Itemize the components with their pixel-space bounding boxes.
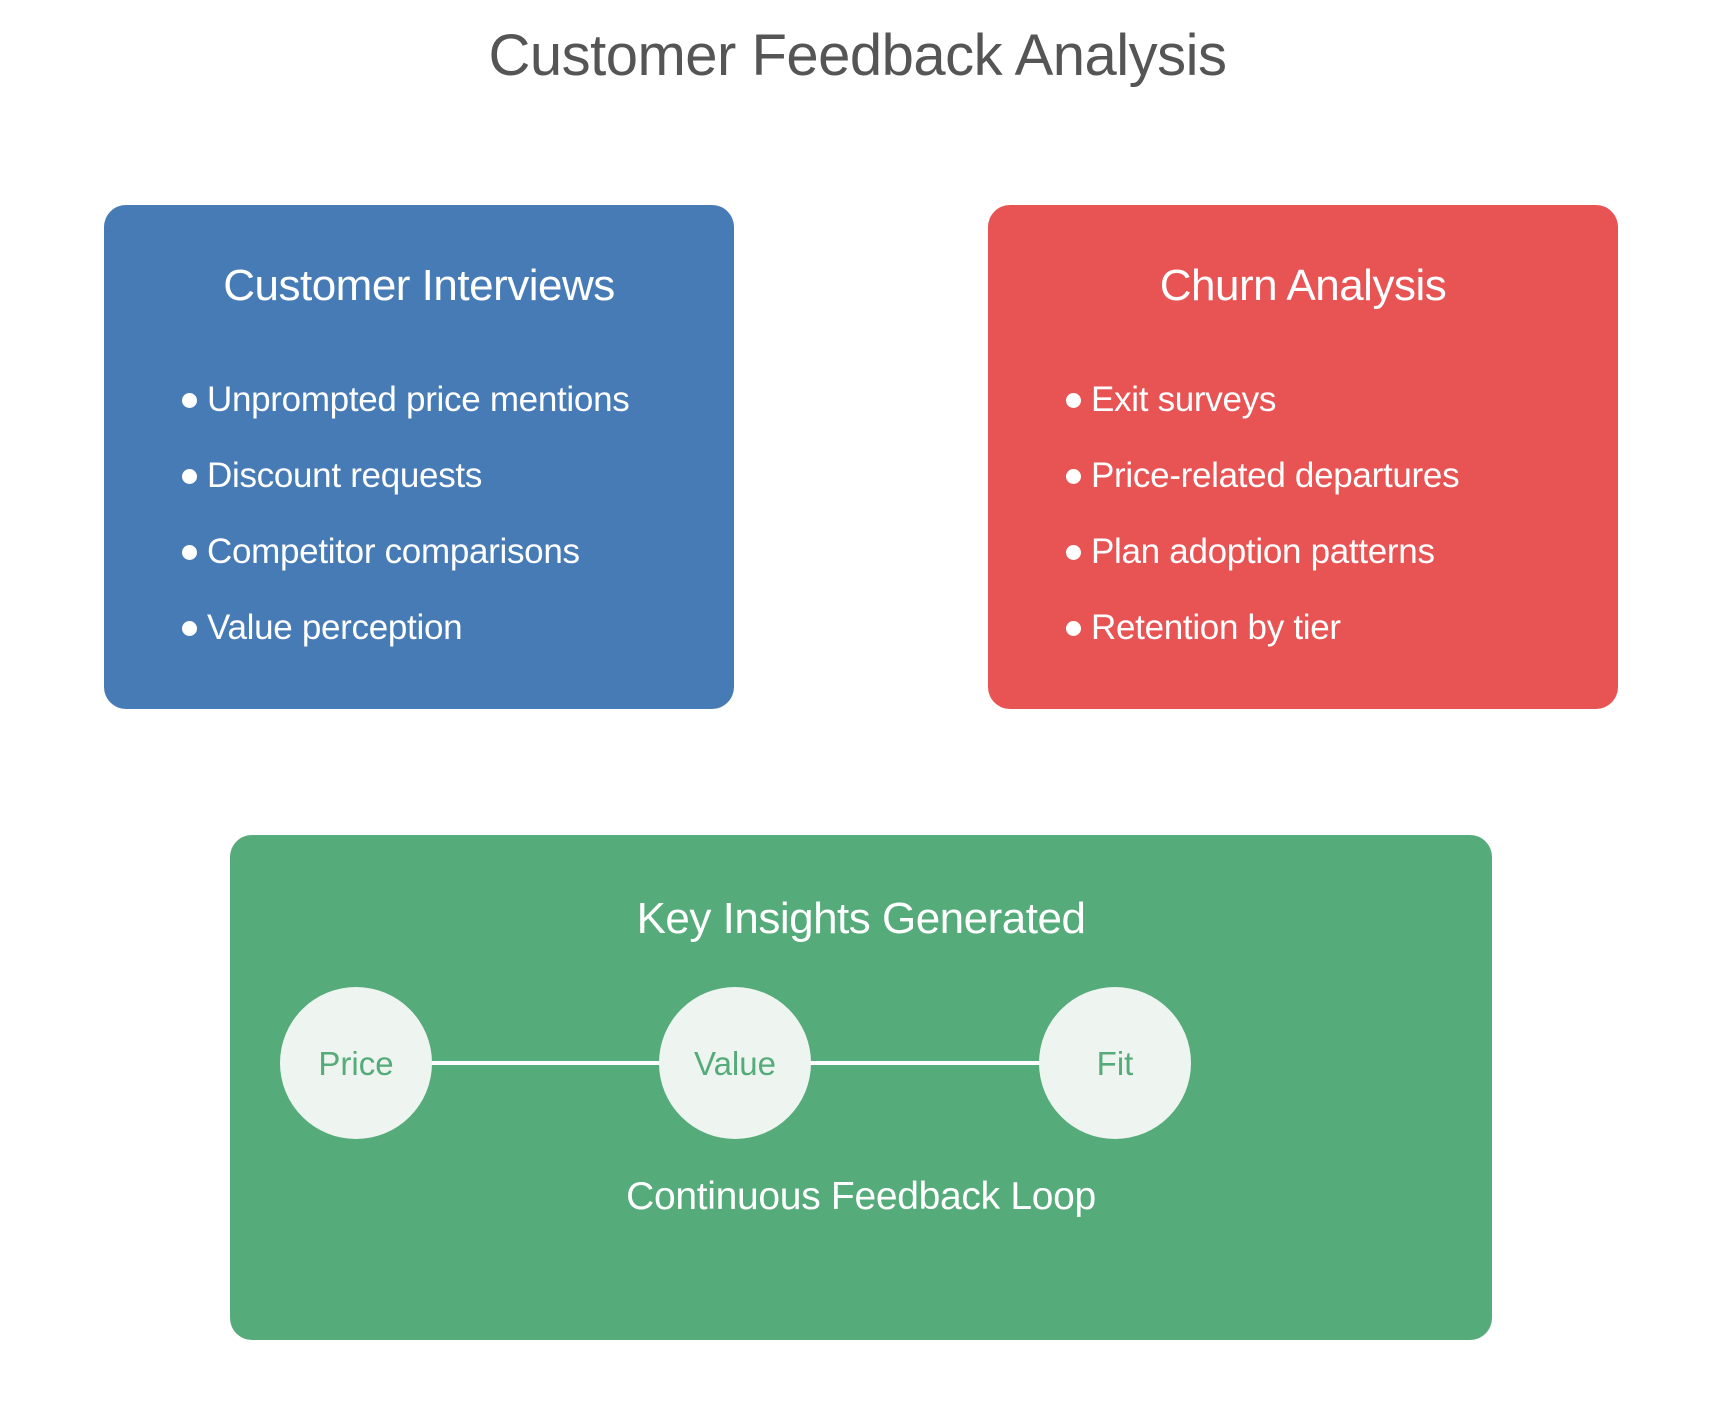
key-insights-panel: Key Insights Generated Price Value Fit C… bbox=[230, 835, 1492, 1340]
customer-interviews-title: Customer Interviews bbox=[223, 261, 615, 310]
node-label: Fit bbox=[1097, 1045, 1134, 1082]
key-insights-title: Key Insights Generated bbox=[636, 894, 1086, 943]
list-item: Unprompted price mentions bbox=[182, 370, 630, 446]
loop-caption: Continuous Feedback Loop bbox=[626, 1175, 1096, 1218]
list-item: Price-related departures bbox=[1066, 446, 1460, 522]
list-item: Retention by tier bbox=[1066, 598, 1459, 674]
bullet-icon bbox=[182, 393, 197, 408]
list-item: Plan adoption patterns bbox=[1066, 522, 1459, 598]
node-label: Price bbox=[318, 1045, 393, 1082]
list-item-label: Discount requests bbox=[207, 456, 483, 495]
bullet-icon bbox=[182, 545, 197, 560]
page-title: Customer Feedback Analysis bbox=[488, 23, 1227, 88]
customer-interviews-panel: Customer Interviews Unprompted price men… bbox=[104, 205, 734, 709]
node-label: Value bbox=[694, 1045, 776, 1082]
bullet-icon bbox=[1066, 621, 1081, 636]
list-item-label: Retention by tier bbox=[1091, 608, 1341, 647]
node-circle bbox=[280, 987, 432, 1139]
bullet-icon bbox=[182, 621, 197, 636]
customer-interviews-list: Unprompted price mentions Discount reque… bbox=[182, 370, 630, 674]
node-circle bbox=[1039, 987, 1191, 1139]
node-price: Price bbox=[280, 987, 432, 1139]
churn-analysis-list: Exit surveys Price-related departures Pl… bbox=[1066, 370, 1460, 674]
churn-analysis-panel: Churn Analysis Exit surveys Price-relate… bbox=[988, 205, 1618, 709]
bullet-icon bbox=[1066, 469, 1081, 484]
feedback-loop-diagram: Price Value Fit bbox=[280, 987, 1191, 1139]
list-item-label: Value perception bbox=[207, 608, 463, 647]
list-item: Competitor comparisons bbox=[182, 522, 629, 598]
churn-analysis-title: Churn Analysis bbox=[1159, 261, 1447, 310]
list-item-label: Plan adoption patterns bbox=[1091, 532, 1435, 571]
list-item: Value perception bbox=[182, 598, 629, 674]
bullet-icon bbox=[1066, 393, 1081, 408]
node-value: Value bbox=[659, 987, 811, 1139]
bullet-icon bbox=[1066, 545, 1081, 560]
list-item-label: Unprompted price mentions bbox=[207, 380, 630, 419]
list-item-label: Competitor comparisons bbox=[207, 532, 580, 571]
list-item-label: Exit surveys bbox=[1091, 380, 1277, 419]
list-item-label: Price-related departures bbox=[1091, 456, 1460, 495]
node-circle bbox=[659, 987, 811, 1139]
bullet-icon bbox=[182, 469, 197, 484]
node-fit: Fit bbox=[1039, 987, 1191, 1139]
list-item: Discount requests bbox=[182, 446, 629, 522]
list-item: Exit surveys bbox=[1066, 370, 1459, 446]
